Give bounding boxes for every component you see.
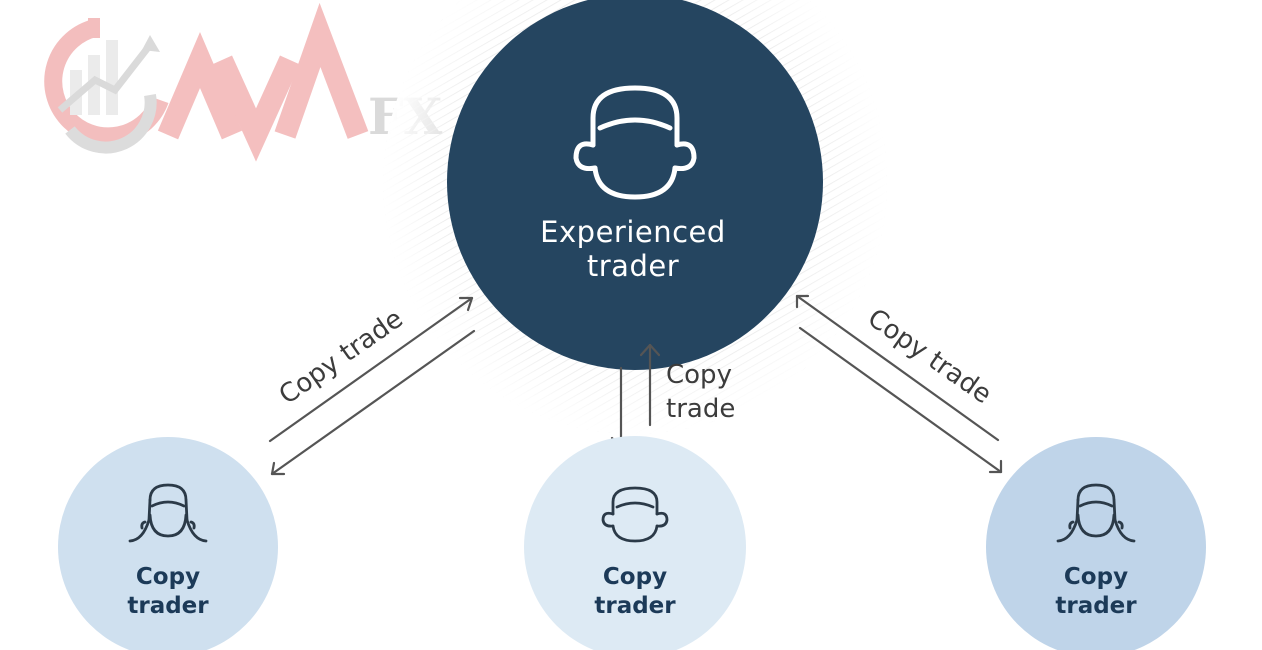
male-head-icon (601, 486, 669, 543)
middle-edge-label-line2: trade (666, 394, 735, 424)
copy-trader-node-left: Copy trader (58, 437, 278, 650)
left-arrows (268, 296, 476, 476)
person-head-icon (573, 85, 697, 200)
child-label-line1: Copy (136, 564, 200, 590)
child-circle (524, 436, 746, 650)
copy-trader-node-right: Copy trader (986, 437, 1206, 650)
center-circle (447, 0, 823, 370)
watermark-logo: FX (44, 2, 442, 162)
right-arrows (795, 294, 1003, 474)
child-circle (58, 437, 278, 650)
child-label-line1: Copy (603, 564, 667, 590)
child-label-line1: Copy (1064, 564, 1128, 590)
child-circle (986, 437, 1206, 650)
child-label-line2: trader (594, 593, 676, 619)
child-label-line2: trader (127, 593, 209, 619)
female-head-icon (1056, 483, 1136, 543)
middle-edge-label-line1: Copy (666, 360, 732, 390)
female-head-icon (128, 483, 208, 543)
child-label-line2: trader (1055, 593, 1137, 619)
experienced-trader-node: Experienced trader (447, 0, 823, 370)
copy-trader-node-middle: Copy trader (524, 436, 746, 650)
center-label-line2: trader (587, 249, 679, 283)
center-label-line1: Experienced (540, 215, 726, 249)
